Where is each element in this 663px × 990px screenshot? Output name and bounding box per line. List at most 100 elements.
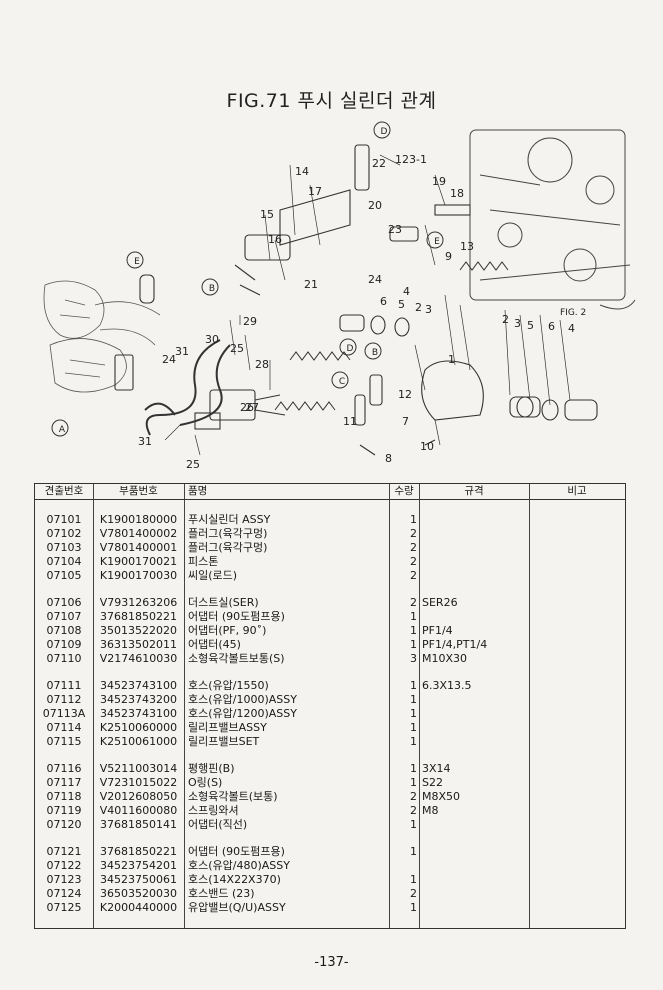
group-gap [35,832,625,845]
cell-item-no: 07117 [46,776,82,789]
cell-item-no: 07112 [46,693,82,706]
cell-remarks [529,901,625,915]
label-27: 27 [245,401,259,414]
cell-part-no: V4011600080 [99,804,178,817]
cell-quantity: 2 [410,804,417,817]
cell-item-no: 07122 [46,859,82,872]
label-9: 9 [445,250,452,263]
cell-part-no: K1900170021 [99,555,178,568]
leader-lines [164,154,571,456]
cell-item-no: 07121 [46,845,82,858]
cell-part-no: V5211003014 [99,762,178,775]
cell-part-no: K2000440000 [99,901,178,914]
cell-spec [419,735,529,749]
cell-item-no: 07114 [46,721,82,734]
cell-remarks [529,513,625,527]
cell-part-name: 호스(유압/1550) [188,679,269,692]
cell-quantity: 1 [410,707,417,720]
cell-item-no: 07108 [46,624,82,637]
cell-part-no: K2510060000 [99,721,178,734]
cell-part-no: 34523750061 [100,873,177,886]
diagram-svg: D E E D B C A B 14 17 15 16 22 123-1 19 … [43,121,636,471]
cell-quantity: 1 [410,610,417,623]
cell-spec [419,707,529,721]
cell-part-no: V7801400002 [99,527,178,540]
cell-spec [419,873,529,887]
cell-spec: PF1/4 [422,624,453,637]
cell-item-no: 07120 [46,818,82,831]
cell-remarks [529,845,625,859]
label-14: 14 [295,165,309,178]
cell-quantity: 1 [410,818,417,831]
cell-part-no: 36503520030 [100,887,177,900]
cell-part-no: 37681850221 [100,845,177,858]
label-17: 17 [308,185,322,198]
callout-D-1: D [381,127,388,137]
cell-item-no: 07109 [46,638,82,651]
cell-part-no: V7801400001 [99,541,178,554]
cell-remarks [529,624,625,638]
cell-part-name: 유압밸브(Q/U)ASSY [188,901,286,914]
label-8: 8 [385,452,392,465]
cell-item-no: 07104 [46,555,82,568]
cell-quantity: 2 [410,790,417,803]
label-16: 16 [268,233,282,246]
cell-remarks [529,735,625,749]
cell-remarks [529,527,625,541]
cell-item-no: 07124 [46,887,82,900]
cell-remarks [529,873,625,887]
cell-part-name: 릴리프밸브SET [188,735,260,748]
cell-part-no: V2012608050 [99,790,178,803]
header-qty: 수량 [394,485,414,497]
cell-quantity: 1 [410,735,417,748]
callout-A-1: A [59,425,66,435]
cell-spec: SER26 [422,596,458,609]
cell-part-name: 피스톤 [188,555,219,568]
cell-quantity: 2 [410,555,417,568]
cell-part-name: 호스(14X22X370) [188,873,281,886]
cell-part-name: 호스밴드 (23) [188,887,255,900]
label-2: 2 [415,301,422,314]
cell-quantity: 2 [410,541,417,554]
cell-remarks [529,638,625,652]
cell-part-name: 씨일(로드) [188,569,238,582]
cell-part-name: 플러그(육각구멍) [188,541,268,554]
cell-item-no: 07113A [42,707,86,720]
cell-part-no: V7231015022 [99,776,178,789]
label-31-b: 31 [138,435,152,448]
spring-parts [274,261,509,411]
cell-quantity: 1 [410,776,417,789]
cell-spec [419,610,529,624]
label-fig2: FIG. 2 [560,308,586,318]
cell-spec: S22 [422,776,443,789]
cell-remarks [529,555,625,569]
cell-spec [419,901,529,915]
cell-spec: M10X30 [422,652,468,665]
cell-part-no: K1900180000 [99,513,178,526]
label-18: 18 [450,187,464,200]
label-21: 21 [304,278,318,291]
cell-part-no: 37681850141 [100,818,177,831]
figure-title: FIG.71 푸시 실린더 관계 [226,90,437,112]
cell-remarks [529,679,625,693]
cell-quantity: 1 [410,638,417,651]
cell-part-no: V2174610030 [99,652,178,665]
label-12: 12 [398,388,412,401]
engine-block [469,129,636,310]
callout-D-2: D [347,344,354,354]
label-3-b: 3 [514,317,521,330]
cell-part-name: 어댑터(PF, 90˚) [188,624,267,637]
cell-spec: M8X50 [422,790,461,803]
label-4-b: 4 [403,285,410,298]
